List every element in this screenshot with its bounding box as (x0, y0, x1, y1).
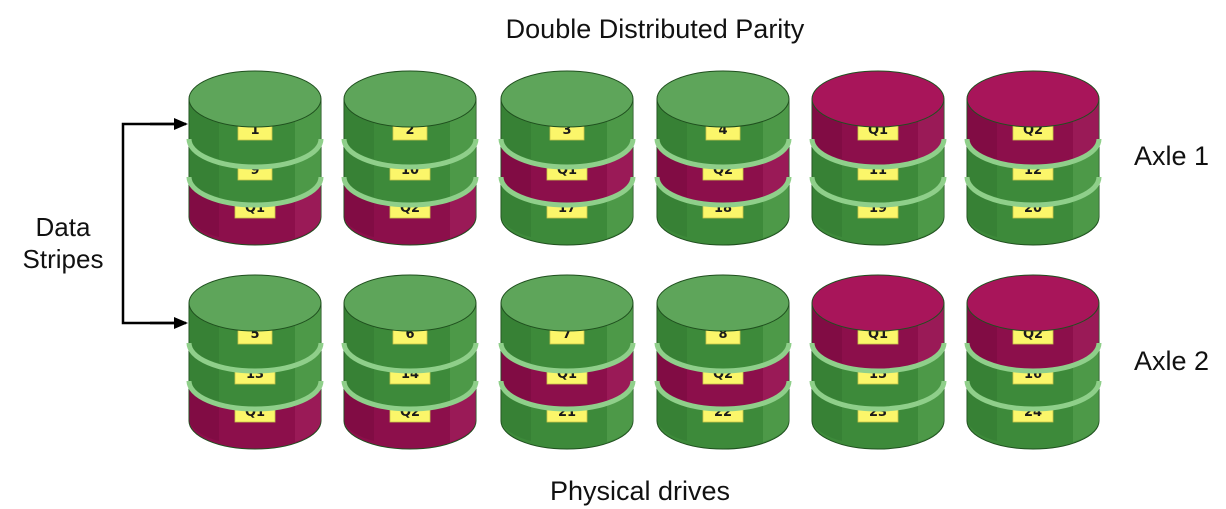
band-separator (654, 176, 792, 208)
band-highlight (763, 99, 789, 160)
drive-top (343, 70, 477, 128)
bracket-line (121, 122, 183, 325)
drive-top (656, 70, 790, 128)
band-separator (654, 138, 792, 170)
block-label: 2 (405, 123, 414, 138)
axle-1-label: Axle 1 (1134, 141, 1209, 171)
band-shade (501, 303, 531, 364)
drive-top (188, 70, 322, 128)
block-label: 8 (718, 327, 727, 342)
band-shade (501, 99, 531, 160)
band-separator (341, 380, 479, 412)
band-separator (964, 342, 1102, 374)
band-separator (498, 138, 636, 170)
drives-layer: Q191Q210217Q1318Q241911Q12012Q2Q1135Q214… (186, 70, 1102, 450)
band-highlight (295, 99, 321, 160)
band-separator (186, 342, 324, 374)
band-separator (964, 176, 1102, 208)
block-label: 4 (718, 123, 727, 138)
band-separator (498, 342, 636, 374)
band-separator (186, 138, 324, 170)
band-shade (967, 303, 997, 364)
data-stripes-line1: Data (36, 212, 91, 242)
band-highlight (1073, 303, 1099, 364)
block-label: 6 (405, 327, 414, 342)
drive-top (500, 274, 634, 332)
band-separator (809, 380, 947, 412)
drive-top (343, 274, 477, 332)
band-shade (344, 99, 374, 160)
drive-top (966, 274, 1100, 332)
band-separator (498, 176, 636, 208)
block-label: 5 (250, 327, 259, 342)
band-separator (809, 138, 947, 170)
data-stripes-label: Data Stripes (23, 212, 104, 274)
block-label: 7 (562, 327, 571, 342)
drive-top (811, 274, 945, 332)
band-shade (189, 303, 219, 364)
data-stripes-bracket (121, 118, 188, 329)
block-label: 3 (562, 123, 571, 138)
drive-top (656, 274, 790, 332)
band-highlight (450, 99, 476, 160)
band-shade (967, 99, 997, 160)
diagram-title: Double Distributed Parity (506, 14, 805, 44)
band-highlight (450, 303, 476, 364)
band-highlight (607, 99, 633, 160)
axle-2-label: Axle 2 (1134, 346, 1209, 376)
band-shade (657, 99, 687, 160)
block-label: 9 (250, 163, 259, 178)
band-shade (657, 303, 687, 364)
band-shade (344, 303, 374, 364)
drive-top (811, 70, 945, 128)
band-shade (189, 99, 219, 160)
band-separator (341, 176, 479, 208)
band-separator (964, 380, 1102, 412)
band-highlight (607, 303, 633, 364)
block-label: 1 (250, 123, 259, 138)
band-separator (654, 342, 792, 374)
band-separator (809, 176, 947, 208)
band-highlight (295, 303, 321, 364)
band-separator (498, 380, 636, 412)
data-stripes-line2: Stripes (23, 244, 104, 274)
band-separator (186, 380, 324, 412)
band-separator (964, 138, 1102, 170)
band-shade (812, 303, 842, 364)
drive-top (188, 274, 322, 332)
band-separator (341, 342, 479, 374)
band-highlight (918, 99, 944, 160)
diagram-caption: Physical drives (550, 476, 730, 506)
band-highlight (763, 303, 789, 364)
band-shade (812, 99, 842, 160)
band-separator (809, 342, 947, 374)
band-separator (186, 176, 324, 208)
band-highlight (918, 303, 944, 364)
band-separator (654, 380, 792, 412)
band-separator (341, 138, 479, 170)
drive-top (966, 70, 1100, 128)
drive-top (500, 70, 634, 128)
band-highlight (1073, 99, 1099, 160)
